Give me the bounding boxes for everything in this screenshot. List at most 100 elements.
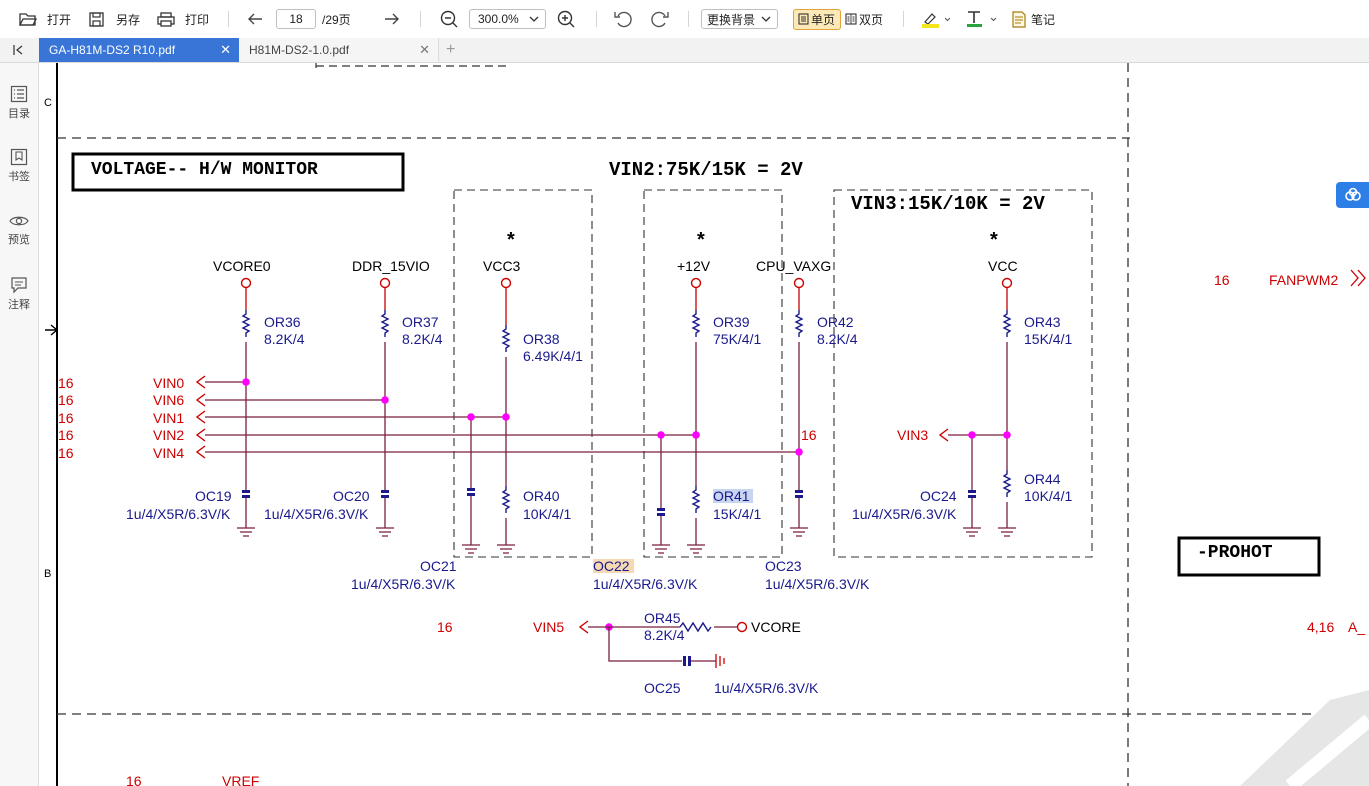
net-name: VIN0 <box>153 375 184 391</box>
bookmark-icon <box>10 148 28 166</box>
net-ref: 16 <box>1214 272 1230 288</box>
toolbar-divider <box>688 11 689 27</box>
zoom-out-button[interactable] <box>439 0 459 38</box>
single-page-button[interactable]: 单页 <box>793 8 841 30</box>
print-button[interactable]: 打印 <box>156 0 209 38</box>
sidebar-item-bookmarks[interactable]: 书签 <box>0 148 38 184</box>
star-marker: * <box>990 229 998 251</box>
background-label: 更换背景 <box>707 12 756 27</box>
tab-bar: GA-H81M-DS2 R10.pdf ✕ H81M-DS2-1.0.pdf ✕… <box>0 38 1369 63</box>
rail-name: +12V <box>677 258 711 274</box>
sidebar-item-toc[interactable]: 目录 <box>0 85 38 121</box>
zoom-select[interactable]: 300.0% <box>469 0 546 38</box>
tab-label: GA-H81M-DS2 R10.pdf <box>49 43 176 57</box>
schematic-page: C B VOLTAGE-- H/W MONITOR VIN2:75K/15K =… <box>44 63 1369 786</box>
new-tab-button[interactable]: + <box>444 38 464 62</box>
net-name: VIN4 <box>153 445 184 461</box>
print-label: 打印 <box>185 12 210 27</box>
capacitor-ref: OC25 <box>644 680 681 696</box>
notes-button[interactable]: 笔记 <box>1011 0 1055 38</box>
prev-page-button[interactable] <box>246 0 264 38</box>
section-title: VOLTAGE-- H/W MONITOR <box>91 160 318 180</box>
net-ref: 16 <box>801 427 817 443</box>
open-button[interactable]: 打开 <box>18 0 71 38</box>
resistor-value: 15K/4/1 <box>1024 331 1072 347</box>
collapse-sidebar-button[interactable] <box>0 38 38 62</box>
close-icon[interactable]: ✕ <box>220 42 231 57</box>
page-number-input[interactable]: 18 <box>276 9 316 29</box>
resistor-ref: OR39 <box>713 314 750 330</box>
net-name: VIN1 <box>153 410 184 426</box>
sidebar-item-label: 书签 <box>8 171 30 183</box>
capacitor-ref: OC21 <box>420 558 457 574</box>
single-page-icon <box>798 13 809 25</box>
left-sidebar: 目录 书签 预览 注释 <box>0 63 39 786</box>
resistor-value: 8.2K/4 <box>817 331 858 347</box>
capacitor-ref: OC24 <box>920 488 957 504</box>
cloud-sync-button[interactable] <box>1336 182 1369 208</box>
highlight-button[interactable] <box>920 0 950 38</box>
document-view[interactable]: C B VOLTAGE-- H/W MONITOR VIN2:75K/15K =… <box>39 63 1369 786</box>
zoom-in-button[interactable] <box>556 0 576 38</box>
resistor-ref: OR45 <box>644 610 681 626</box>
net-name: VIN2 <box>153 427 184 443</box>
net-ref: 4,16 <box>1307 619 1334 635</box>
next-page-button[interactable] <box>383 0 401 38</box>
formula-vin3: VIN3:15K/10K = 2V <box>851 193 1045 215</box>
folder-open-icon <box>18 13 38 26</box>
open-label: 打开 <box>47 12 72 27</box>
net-ref: 16 <box>58 392 74 408</box>
tab-h81m-ds2-1-0[interactable]: H81M-DS2-1.0.pdf ✕ <box>239 38 439 62</box>
sidebar-item-preview[interactable]: 预览 <box>0 213 38 247</box>
chevron-down-icon <box>761 16 771 22</box>
net-ref: 16 <box>58 410 74 426</box>
net-name: VIN6 <box>153 392 184 408</box>
notes-label: 笔记 <box>1031 12 1056 27</box>
net-name: VIN5 <box>533 619 564 635</box>
sidebar-item-label: 预览 <box>8 234 30 246</box>
note-icon <box>1012 10 1026 28</box>
capacitor-value: 1u/4/X5R/6.3V/K <box>126 506 231 522</box>
net-name: VIN3 <box>897 427 928 443</box>
zone-label-b: B <box>44 568 51 580</box>
rotate-left-button[interactable] <box>613 0 635 38</box>
rail-name: VCORE <box>751 619 801 635</box>
rail-name: CPU_VAXG <box>756 258 831 274</box>
net-name: VREF <box>222 773 259 786</box>
tab-ga-h81m-ds2-r10[interactable]: GA-H81M-DS2 R10.pdf ✕ <box>39 38 239 62</box>
save-as-label: 另存 <box>116 12 141 27</box>
printer-icon <box>157 11 175 27</box>
net-name: A_ <box>1348 619 1365 635</box>
close-icon[interactable]: ✕ <box>419 42 430 57</box>
net-ref: 16 <box>58 375 74 391</box>
resistor-value: 8.2K/4 <box>402 331 443 347</box>
arrow-left-icon <box>248 13 262 25</box>
zoom-in-icon <box>557 10 575 28</box>
text-color-button[interactable] <box>964 0 998 38</box>
capacitor-value: 1u/4/X5R/6.3V/K <box>852 506 957 522</box>
background-select[interactable]: 更换背景 <box>701 0 778 38</box>
double-page-button[interactable]: 双页 <box>841 9 889 30</box>
rotate-right-button[interactable] <box>648 0 670 38</box>
toolbar: 打开 另存 打印 18 /29页 300.0% 更换背景 <box>0 0 1369 39</box>
toolbar-divider <box>903 11 904 27</box>
double-page-icon <box>845 13 857 25</box>
text-color-icon <box>967 11 997 27</box>
toolbar-divider <box>596 11 597 27</box>
star-marker: * <box>507 229 515 251</box>
capacitor-value: 1u/4/X5R/6.3V/K <box>351 576 456 592</box>
net-ref: 16 <box>126 773 142 786</box>
resistor-value: 10K/4/1 <box>523 506 571 522</box>
zoom-value: 300.0% <box>478 12 519 26</box>
zoom-out-icon <box>440 10 458 28</box>
sidebar-item-annotations[interactable]: 注释 <box>0 276 38 312</box>
formula-vin2: VIN2:75K/15K = 2V <box>609 159 803 181</box>
star-marker: * <box>697 229 705 251</box>
capacitor-ref: OC23 <box>765 558 802 574</box>
net-ref: 16 <box>58 427 74 443</box>
save-as-button[interactable]: 另存 <box>88 0 140 38</box>
page-input-wrap: 18 /29页 <box>276 0 351 38</box>
collapse-icon <box>13 45 23 55</box>
rotate-right-icon <box>651 11 669 28</box>
save-icon <box>89 11 104 27</box>
